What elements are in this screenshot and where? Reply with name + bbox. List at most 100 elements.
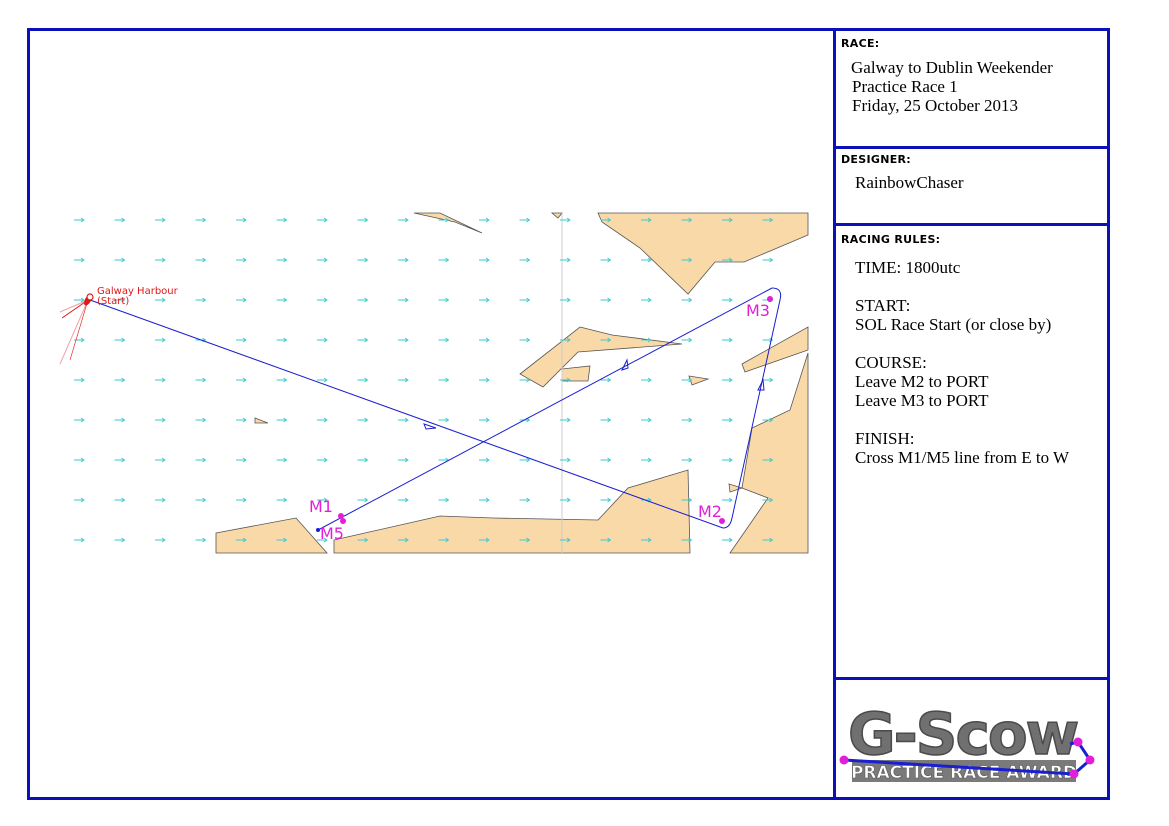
wind-arrow	[438, 337, 450, 343]
wind-arrow	[398, 297, 409, 303]
panel-divider	[836, 223, 1107, 226]
wind-arrow	[479, 417, 490, 423]
wind-arrow	[398, 257, 409, 263]
wind-arrow	[479, 297, 490, 303]
wind-arrow	[560, 377, 571, 383]
land	[413, 212, 483, 234]
wind-arrow	[357, 337, 369, 343]
wind-arrow	[155, 537, 166, 543]
wind-arrow	[479, 217, 490, 223]
wind-arrow	[519, 257, 531, 263]
rules-heading: RACING RULES:	[841, 233, 941, 246]
wind-arrow	[438, 417, 450, 423]
wind-arrow	[519, 217, 531, 223]
course-arrow	[423, 423, 437, 430]
wind-arrow	[560, 217, 571, 223]
wind-arrow	[479, 377, 490, 383]
wind-arrow	[276, 377, 288, 383]
wind-arrow	[681, 377, 693, 383]
logo-mark-dots	[839, 737, 1095, 779]
wind-arrow	[74, 377, 85, 383]
wind-arrow	[195, 537, 207, 543]
wind-arrow	[519, 297, 531, 303]
wind-arrow	[681, 257, 693, 263]
wind-arrow	[600, 497, 612, 503]
wind-arrow	[236, 497, 247, 503]
wind-arrow	[600, 457, 612, 463]
wind-arrow	[276, 417, 288, 423]
wind-arrow	[74, 537, 85, 543]
wind-arrow	[155, 257, 166, 263]
wind-arrow	[195, 417, 207, 423]
wind-arrow	[641, 337, 652, 343]
wind-arrow	[722, 457, 733, 463]
wind-arrow	[276, 497, 288, 503]
wind-arrow	[722, 417, 733, 423]
rules-course-title: COURSE:	[855, 353, 927, 372]
wind-arrow	[479, 257, 490, 263]
wind-arrow	[195, 217, 207, 223]
wind-arrow	[762, 537, 774, 543]
wind-arrow	[155, 497, 166, 503]
wind-arrow	[398, 337, 409, 343]
land	[597, 212, 809, 295]
mark-m2-label: M2	[698, 502, 722, 521]
land	[519, 326, 683, 388]
wind-arrow	[722, 497, 733, 503]
wind-arrow	[357, 297, 369, 303]
wind-arrow	[438, 217, 450, 223]
wind-arrow	[398, 497, 409, 503]
wind-arrow	[641, 457, 652, 463]
wind-arrow	[357, 537, 369, 543]
wind-arrow	[600, 537, 612, 543]
wind-arrow	[317, 537, 328, 543]
wind-arrow	[600, 217, 612, 223]
race-chart[interactable]: Galway Harbour (Start) M1 M5 M2 M3	[30, 31, 833, 794]
start-label: Galway Harbour	[97, 286, 179, 297]
wind-arrow	[155, 377, 166, 383]
rules-finish-title: FINISH:	[855, 429, 915, 448]
wind-arrow	[438, 497, 450, 503]
wind-arrow	[114, 497, 126, 503]
wind-arrow	[438, 377, 450, 383]
wind-arrow	[74, 457, 85, 463]
wind-arrow	[762, 457, 774, 463]
wind-arrow	[155, 217, 166, 223]
wind-arrow	[317, 257, 328, 263]
wind-arrow	[357, 497, 369, 503]
wind-arrow	[357, 457, 369, 463]
rules-course-line: Leave M2 to PORT	[855, 372, 989, 391]
wind-arrow	[722, 377, 733, 383]
logo-title: G-Scow	[848, 700, 1078, 768]
wind-arrow	[641, 217, 652, 223]
wind-arrow	[276, 297, 288, 303]
panel-divider	[836, 677, 1107, 680]
wind-arrow	[600, 337, 612, 343]
wind-arrow	[74, 497, 85, 503]
course	[89, 287, 782, 531]
finish-dot	[316, 528, 320, 532]
marks: M1 M5 M2 M3	[309, 296, 773, 543]
rules-time: TIME: 1800utc	[855, 258, 961, 277]
wind-arrow	[398, 537, 409, 543]
wind-arrow	[317, 217, 328, 223]
wind-arrow	[641, 377, 652, 383]
course-arrow	[621, 358, 629, 371]
wind-arrow	[114, 297, 126, 303]
wind-arrow	[479, 537, 490, 543]
race-subtitle: Practice Race 1	[852, 77, 958, 96]
wind-arrow	[519, 337, 531, 343]
wind-arrow	[155, 297, 166, 303]
wind-arrow	[438, 297, 450, 303]
mark-m5-dot	[340, 518, 346, 524]
wind-arrow	[560, 297, 571, 303]
logo-subtitle: PRACTICE RACE AWARD	[851, 763, 1077, 783]
mark-m5-label: M5	[320, 524, 344, 543]
wind-arrow	[276, 257, 288, 263]
rules-body: TIME: 1800utc START: SOL Race Start (or …	[841, 258, 1103, 467]
wind-arrow	[357, 417, 369, 423]
land	[333, 469, 691, 554]
course-leg-start-m2	[89, 299, 724, 529]
wind-arrow	[236, 537, 247, 543]
wind-arrow	[276, 457, 288, 463]
